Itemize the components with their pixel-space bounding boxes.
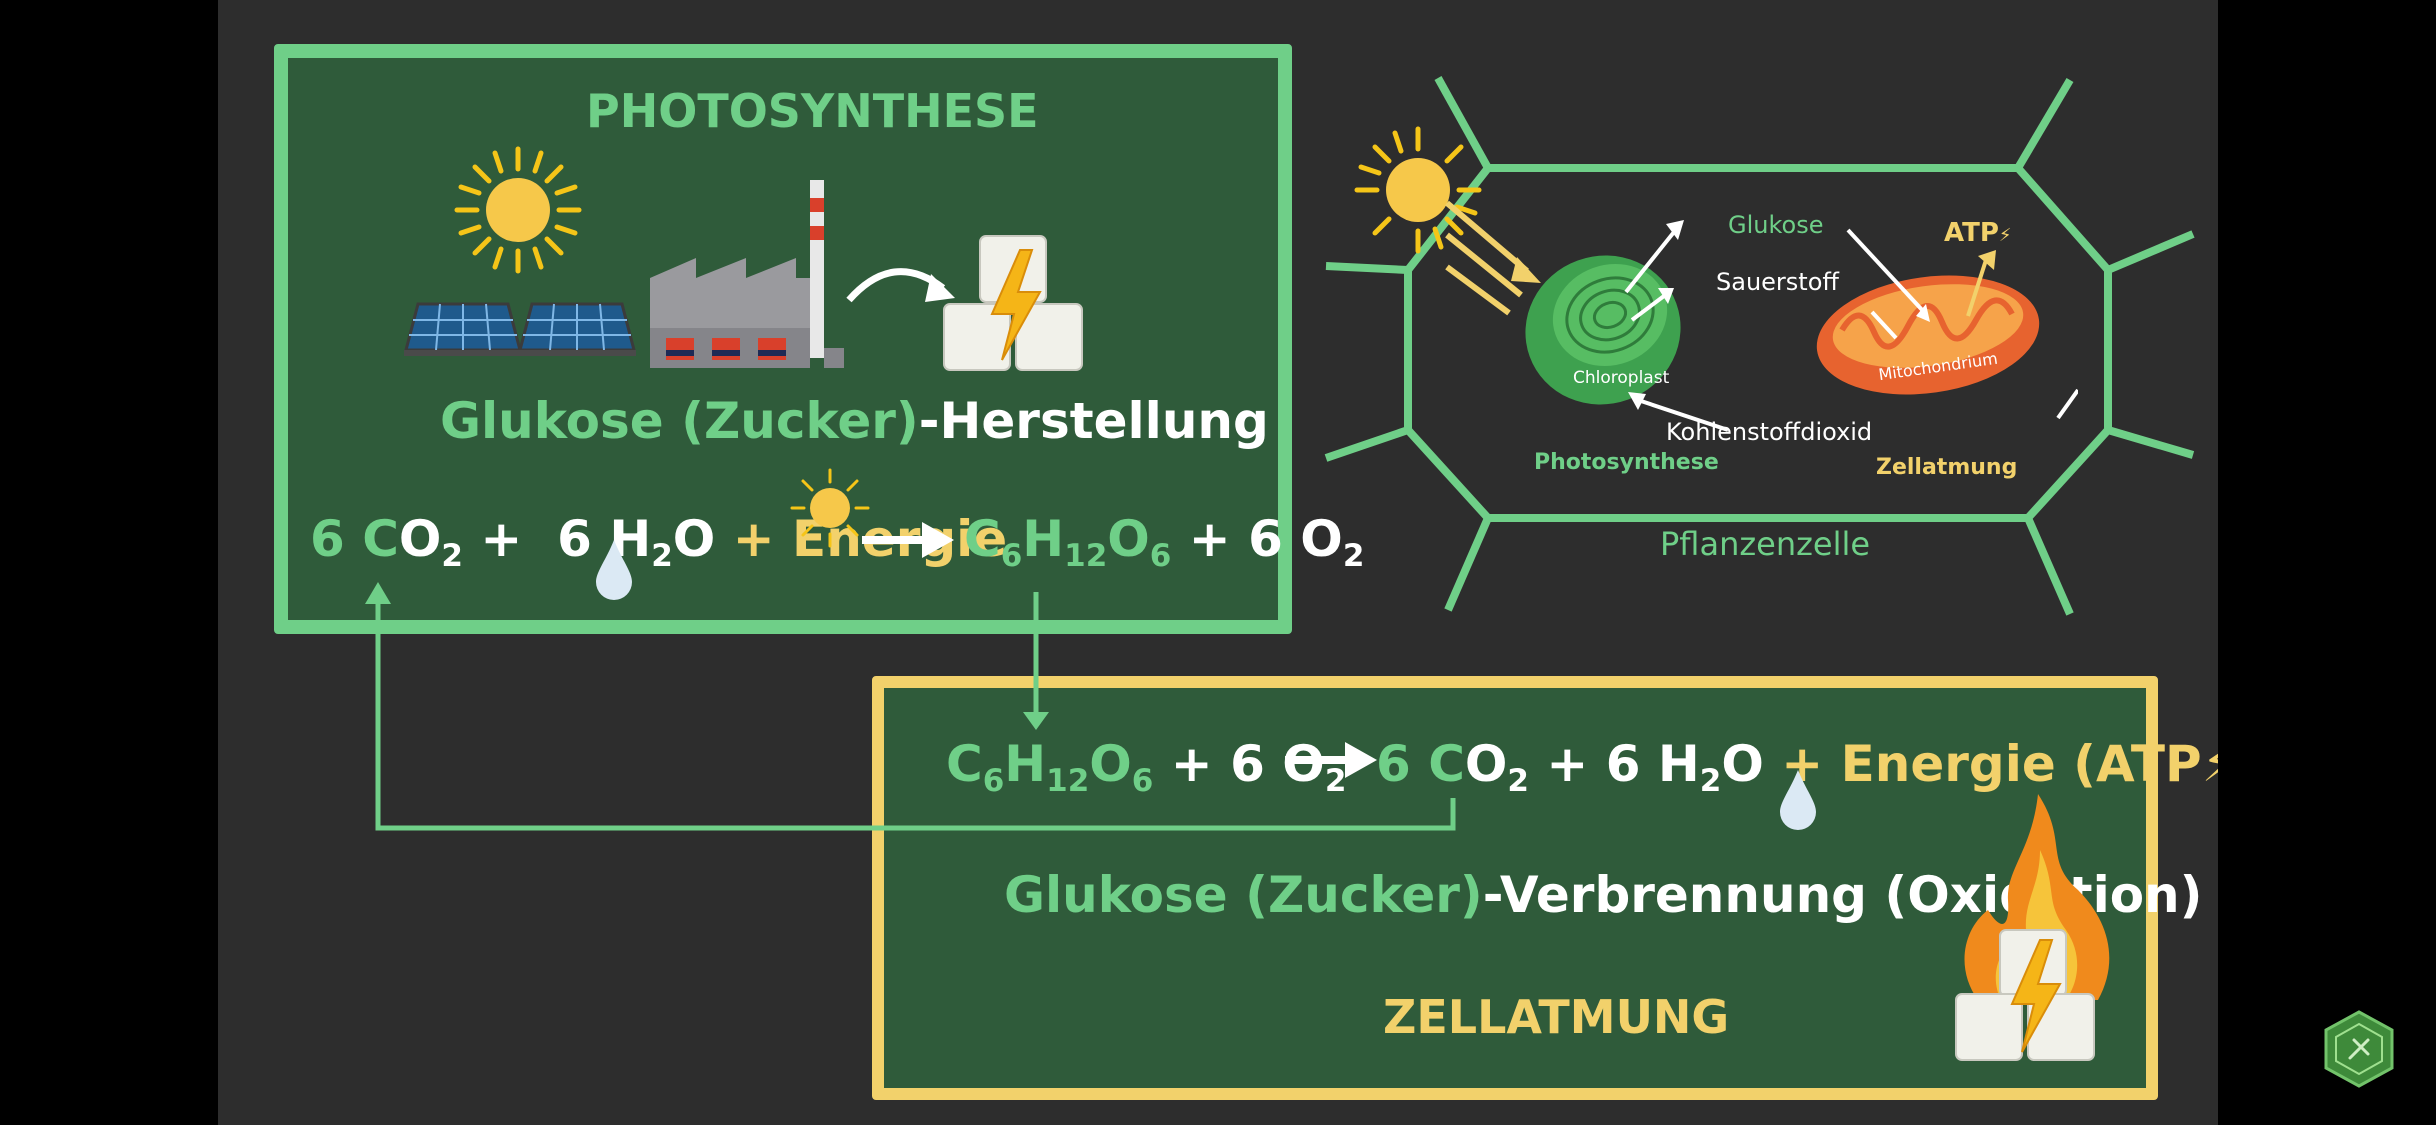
label-kohlenstoffdioxid: Kohlenstoffdioxid: [1666, 418, 1873, 446]
eq-co2-o: O: [1464, 735, 1508, 793]
eq-co2-sub: 2: [441, 537, 463, 574]
label-atp: ATP⚡: [1944, 218, 2012, 248]
photosynthesis-title: PHOTOSYNTHESE: [586, 84, 1039, 138]
small-sun-icon: [790, 468, 870, 548]
water-drop-icon: [596, 540, 632, 600]
photosynthesis-equation: 6 CO2 + 6 H2O + Energie: [310, 510, 1007, 574]
eq-glucose-h-sub: 12: [1064, 537, 1108, 574]
eq-glucose-o-sub: 6: [1131, 762, 1154, 799]
eq-o2-sub: 2: [1342, 537, 1365, 574]
lightning-icon: ⚡: [2202, 735, 2218, 793]
chloroplast-icon: [1525, 255, 1681, 405]
eq-plus: +: [732, 510, 775, 568]
respiration-title: ZELLATMUNG: [1383, 990, 1730, 1044]
caption-production: -Herstellung: [918, 392, 1269, 450]
eq-glucose-o: O: [1107, 510, 1150, 568]
eq-plus: +: [480, 510, 523, 568]
eq-co2-o: O: [398, 510, 442, 568]
eq-h2o: + 6 H: [1546, 735, 1700, 793]
mitochondrium-icon: [1816, 275, 2040, 395]
eq-h2o-o: O: [1721, 735, 1764, 793]
eq-glucose-c-sub: 6: [1000, 537, 1023, 574]
solar-panel-icon: [404, 302, 522, 356]
eq-glucose-c-sub: 6: [982, 762, 1005, 799]
video-frame: PHOTOSYNTHESE: [218, 0, 2218, 1125]
label-pflanzenzelle: Pflanzenzelle: [1660, 525, 1871, 563]
plant-cell-diagram: [1324, 76, 2195, 616]
burning-sugar-icon: [1955, 794, 2110, 1061]
solar-panel-icon: [518, 302, 636, 356]
label-sauerstoff: Sauerstoff: [1716, 268, 1839, 296]
eq-h2o-o: O: [672, 510, 716, 568]
eq-co2-coef: 6 C: [1376, 735, 1465, 793]
eq-h2o-sub: 2: [651, 537, 673, 574]
label-glukose: Glukose: [1728, 211, 1824, 239]
eq-energy-atp: + Energie (ATP: [1781, 735, 2202, 793]
curved-arrow-icon: [846, 268, 955, 303]
eq-co2-coef: 6 C: [310, 510, 399, 568]
eq-glucose-o: O: [1089, 735, 1132, 793]
photosynthesis-products: C6H12O6 + 6 O2: [964, 510, 1364, 574]
water-drop-icon: [1780, 770, 1816, 830]
eq-glucose-h-sub: 12: [1046, 762, 1090, 799]
eq-glucose-h: H: [1004, 735, 1047, 793]
sugar-cubes-energy-icon: [943, 235, 1083, 371]
reaction-arrow-icon: [1285, 742, 1377, 778]
lightning-icon: ⚡: [1998, 225, 2012, 246]
sunlight-arrows: [1445, 200, 1541, 316]
eq-glucose-c: C: [946, 735, 983, 793]
eq-h2o-coef: 6 H: [557, 510, 652, 568]
process-arrows: [1624, 220, 2078, 432]
photosynthesis-caption: Glukose (Zucker)-Herstellung: [440, 392, 1269, 450]
eq-o2: + 6 O: [1188, 510, 1343, 568]
eq-glucose-c: C: [964, 510, 1001, 568]
sun-icon: [1354, 126, 1482, 254]
caption-glucose-sugar: Glukose (Zucker): [1004, 866, 1483, 924]
sun-icon: [454, 146, 582, 274]
label-photosynthese: Photosynthese: [1534, 450, 1719, 475]
label-zellatmung: Zellatmung: [1876, 455, 2018, 480]
eq-glucose-o-sub: 6: [1149, 537, 1172, 574]
atp-text: ATP: [1944, 218, 1999, 248]
reaction-arrow-icon: [862, 522, 954, 558]
app-logo-button[interactable]: [2324, 1010, 2394, 1088]
eq-co2-sub: 2: [1507, 762, 1529, 799]
eq-glucose-h: H: [1022, 510, 1065, 568]
eq-h2o-sub: 2: [1699, 762, 1722, 799]
label-chloroplast: Chloroplast: [1573, 368, 1670, 388]
factory-icon: [650, 180, 844, 368]
caption-glucose-sugar: Glukose (Zucker): [440, 392, 919, 450]
